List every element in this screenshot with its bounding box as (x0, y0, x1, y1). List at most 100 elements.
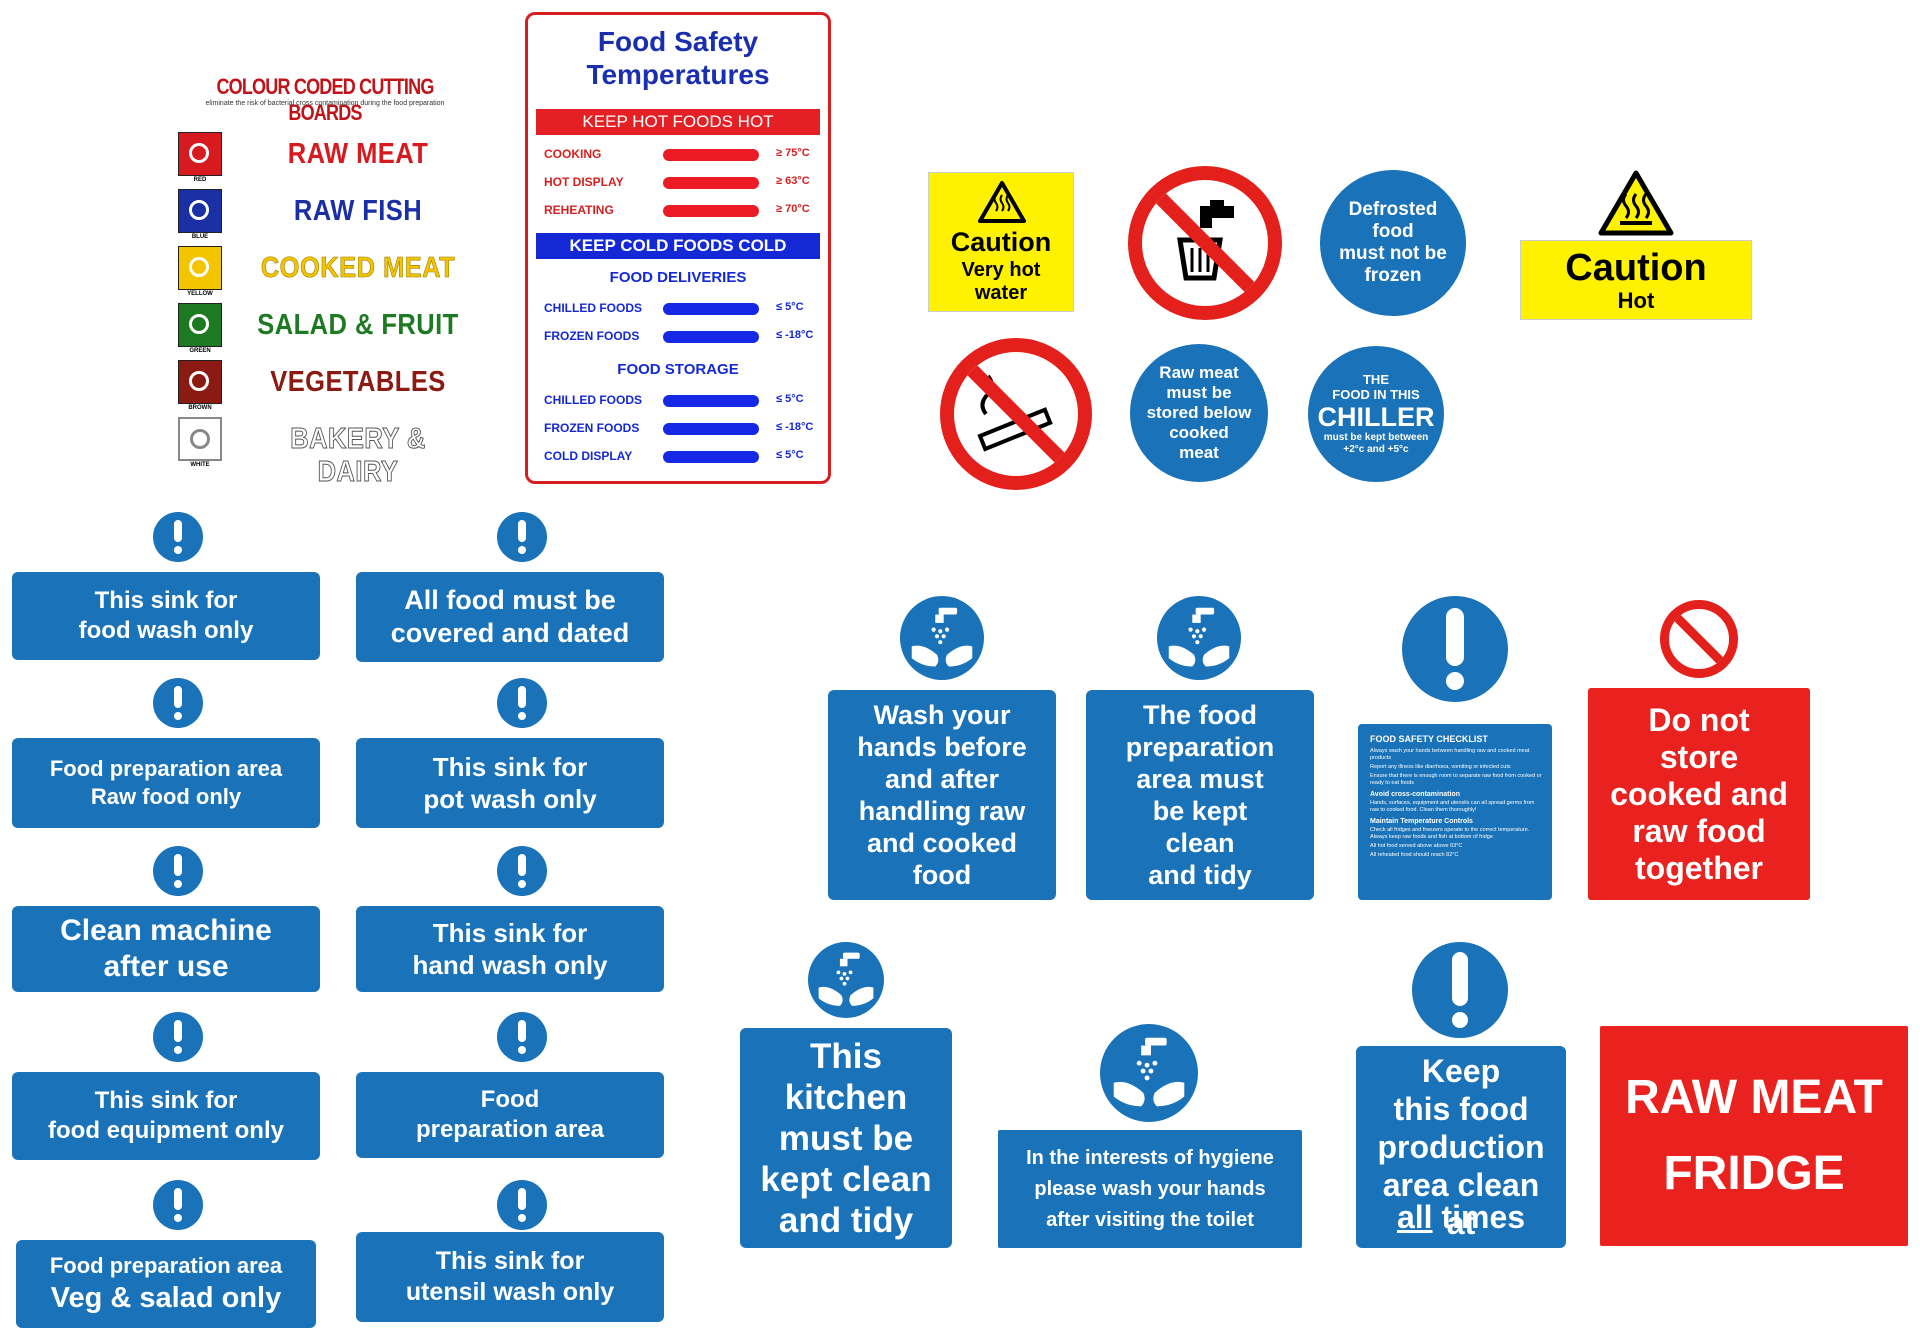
chiller-sign: THE FOOD IN THIS CHILLER must be kept be… (1308, 346, 1444, 482)
temperature-label: COOKING (544, 147, 602, 161)
temperatures-title: Food Safety Temperatures (586, 26, 770, 90)
temperature-row: FROZEN FOODS≤ -18°C (528, 415, 828, 441)
mandatory-exclamation-icon (497, 678, 547, 728)
temperature-bar (663, 149, 759, 161)
cutting-board-label: RAW FISH (293, 195, 423, 227)
hygiene-sign: In the interests of hygiene please wash … (998, 1130, 1302, 1248)
mandatory-sign-text: Food preparation area (49, 1253, 283, 1278)
temperature-label: COLD DISPLAY (544, 449, 633, 463)
mandatory-sign: Clean machine after use (12, 906, 320, 992)
hand-wash-glyph (1113, 1037, 1185, 1107)
caution-hot-water-text: Very hot water (961, 259, 1041, 304)
cutting-board-label: COOKED MEAT (260, 252, 456, 285)
temperature-label: REHEATING (544, 203, 614, 217)
cutting-board-swatch (178, 189, 222, 233)
keep-clean-times: times (1441, 1199, 1526, 1235)
prep-area-clean-sign: The food preparation area must be kept c… (1086, 690, 1314, 900)
wash-hands-text: Wash your hands before and after handlin… (857, 700, 1027, 890)
keep-clean-text: Keep this food production area clean at (1377, 1053, 1545, 1241)
checklist-item: Maintain Temperature Controls (1370, 818, 1473, 825)
cutting-board-color-tag: RED (193, 177, 207, 183)
caution-hot-heading: Caution (1565, 247, 1707, 289)
checklist-title: FOOD SAFETY CHECKLIST (1370, 734, 1488, 744)
keep-clean-sign: Keep this food production area clean at (1356, 1046, 1566, 1248)
temperature-row: REHEATING ≥ 70°C (528, 197, 828, 223)
raw-meat-storage-text: Raw meat must be stored below cooked mea… (1146, 363, 1252, 462)
hand-wash-icon (900, 596, 984, 680)
mandatory-sign: Food preparation area (356, 1072, 664, 1158)
cutting-board-label: BAKERY & DAIRY (290, 423, 426, 489)
cutting-board-swatch (178, 246, 222, 290)
no-drinking-water-sign (1128, 166, 1282, 320)
temperature-value: ≥ 70°C (776, 203, 810, 215)
mandatory-sign-text: This sink for utensil wash only (405, 1247, 615, 1306)
hot-rows: COOKING ≥ 75°C HOT DISPLAY≥ 63°C REHEATING ≥… (528, 141, 828, 225)
cutting-board-label: SALAD & FRUIT (257, 309, 459, 341)
cutting-board-color-tag: GREEN (189, 348, 211, 354)
mandatory-sign-text: Veg & salad only (50, 1282, 282, 1314)
temperature-bar (663, 331, 759, 343)
keep-clean-last-line: all times (1356, 1198, 1566, 1236)
checklist-item: Report any illness like diarrhoea, vomit… (1370, 764, 1511, 770)
hand-wash-icon (1100, 1024, 1198, 1122)
mandatory-sign-text: Food preparation area (415, 1086, 605, 1143)
temperatures-sign: Food Safety Temperatures KEEP HOT FOODS … (525, 12, 831, 484)
raw-meat-fridge-sign: RAW MEAT FRIDGE (1600, 1026, 1908, 1246)
hand-wash-glyph (818, 952, 874, 1006)
cutting-board-label: RAW MEAT (287, 138, 429, 170)
mandatory-exclamation-icon (153, 512, 203, 562)
hand-wash-icon (1157, 596, 1241, 680)
cutting-boards-chart: COLOUR CODED CUTTING BOARDS eliminate th… (170, 70, 480, 489)
mandatory-sign-text: Clean machine after use (60, 914, 272, 983)
temperature-row: COLD DISPLAY ≤ 5°C (528, 443, 828, 469)
mandatory-sign: Food preparation area Raw food only (12, 738, 320, 828)
defrosted-food-sign: Defrosted food must not be frozen (1320, 170, 1466, 316)
caution-hot-sign: Caution Hot (1520, 170, 1752, 322)
hand-wash-glyph (911, 607, 973, 667)
cutting-board-color-tag: WHITE (190, 462, 210, 468)
temperature-row: COOKING ≥ 75°C (528, 141, 828, 167)
mandatory-sign-text: This sink for hand wash only (412, 918, 608, 980)
food-deliveries-header: FOOD DELIVERIES (609, 269, 747, 286)
hand-wash-glyph (1168, 607, 1230, 667)
do-not-store-sign: Do not store cooked and raw food togethe… (1588, 688, 1810, 900)
temperature-bar (663, 423, 759, 435)
temperature-value: ≤ 5°C (776, 449, 804, 461)
kitchen-clean-sign: This kitchen must be kept clean and tidy (740, 1028, 952, 1248)
cutting-board-color-tag: YELLOW (187, 291, 213, 297)
keep-clean-all: all (1396, 1199, 1433, 1235)
caution-hot-water-heading: Caution (950, 227, 1052, 257)
cutting-boards-title: COLOUR CODED CUTTING BOARDS (216, 74, 434, 125)
mandatory-exclamation-icon (497, 846, 547, 896)
temperature-value: ≤ -18°C (776, 421, 814, 433)
temperature-value: ≥ 75°C (776, 147, 810, 159)
mandatory-exclamation-icon (153, 678, 203, 728)
temperature-bar (663, 177, 759, 189)
temperature-row: HOT DISPLAY≥ 63°C (528, 169, 828, 195)
checklist-item: Avoid cross-contamination (1370, 791, 1460, 798)
wash-hands-sign: Wash your hands before and after handlin… (828, 690, 1056, 900)
prep-area-clean-text: The food preparation area must be kept c… (1125, 700, 1275, 890)
hand-wash-icon (808, 942, 884, 1018)
checklist-item: Always wash your hands between handling … (1370, 748, 1530, 761)
checklist-item: Ensure that there is enough room to sepa… (1370, 773, 1542, 786)
cutting-board-swatch (178, 132, 222, 176)
mandatory-sign: This sink for food wash only (12, 572, 320, 660)
temperature-label: CHILLED FOODS (544, 301, 642, 315)
mandatory-exclamation-icon (1402, 596, 1508, 702)
temperature-bar (663, 303, 759, 315)
mandatory-exclamation-icon (497, 1180, 547, 1230)
checklist-item: Check all fridges and freezers operate t… (1370, 827, 1530, 840)
temperature-value: ≤ 5°C (776, 301, 804, 313)
raw-meat-storage-sign: Raw meat must be stored below cooked mea… (1130, 344, 1268, 482)
cutting-board-label: VEGETABLES (270, 366, 446, 398)
prohibition-icon (1660, 600, 1738, 678)
raw-meat-fridge-text: RAW MEAT FRIDGE (1625, 1071, 1883, 1200)
temperature-value: ≤ -18°C (776, 329, 814, 341)
temperature-bar (663, 451, 759, 463)
mandatory-exclamation-icon (153, 1180, 203, 1230)
chiller-heading: CHILLER (1317, 402, 1435, 432)
